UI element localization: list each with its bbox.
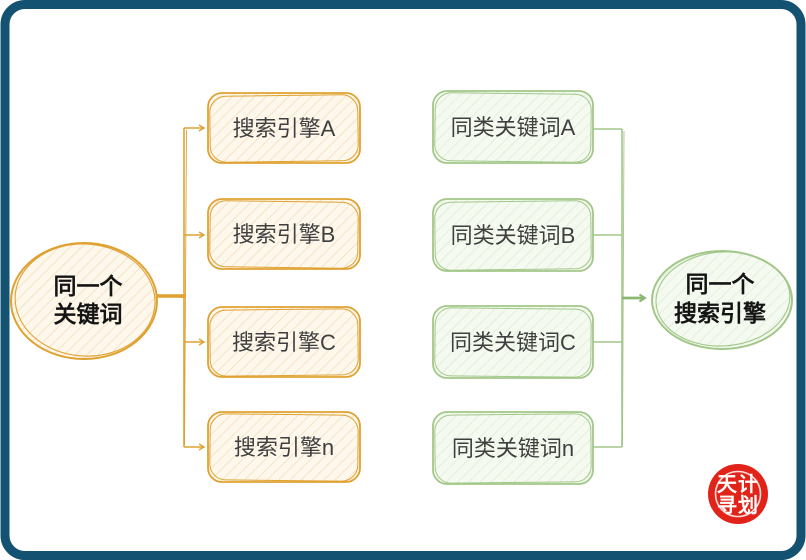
node-label-line2: 关键词 xyxy=(54,301,123,327)
connector-left-tree xyxy=(152,124,206,451)
node-ellipse-echo xyxy=(14,243,156,357)
node-search-engine-c: 搜索引擎C xyxy=(207,306,361,378)
node-box-echo xyxy=(434,307,592,378)
node-box xyxy=(207,411,361,483)
node-label: 搜索引擎n xyxy=(234,435,334,460)
connector-right-tree xyxy=(593,128,647,448)
node-box-echo xyxy=(434,92,592,163)
node-box-echo xyxy=(434,200,592,271)
node-box xyxy=(207,92,361,164)
connector-right-trunk-echo xyxy=(622,130,625,446)
node-label: 搜索引擎B xyxy=(233,222,336,247)
node-ellipse xyxy=(651,250,793,350)
node-box xyxy=(207,306,361,378)
node-box-echo xyxy=(209,200,359,269)
node-label: 同类关键词A xyxy=(451,115,576,140)
seal-ring xyxy=(714,470,762,518)
node-keyword-c: 同类关键词C xyxy=(432,305,594,379)
node-keyword-a: 同类关键词A xyxy=(432,90,594,164)
node-label-line2: 搜索引擎 xyxy=(674,300,766,326)
node-search-engine-n: 搜索引擎n xyxy=(207,411,361,483)
node-same-keyword: 同一个 关键词 xyxy=(10,242,158,360)
node-label: 同类关键词B xyxy=(451,223,576,248)
node-ellipse xyxy=(10,242,158,360)
connector-left-junction-echo xyxy=(152,293,185,299)
node-label-line1: 同一个 xyxy=(686,271,756,297)
seal-stamp: 天计 寻划 xyxy=(708,464,768,524)
node-box xyxy=(207,198,361,270)
node-label: 搜索引擎A xyxy=(233,116,336,141)
node-keyword-b: 同类关键词B xyxy=(432,198,594,272)
node-label: 搜索引擎C xyxy=(232,330,336,355)
node-box-echo xyxy=(434,413,592,484)
connector-left-trunk-echo xyxy=(184,129,187,446)
seal-text-top: 天计 xyxy=(717,473,759,496)
node-box xyxy=(432,90,594,164)
node-label: 同类关键词C xyxy=(450,330,576,355)
node-search-engine-b: 搜索引擎B xyxy=(207,198,361,270)
seal-text-bottom: 寻划 xyxy=(717,494,759,517)
node-box-echo xyxy=(209,308,359,377)
node-label-line1: 同一个 xyxy=(54,273,124,299)
node-box-echo xyxy=(209,94,359,163)
node-keyword-n: 同类关键词n xyxy=(432,411,594,485)
node-label: 同类关键词n xyxy=(452,436,574,461)
node-search-engine-a: 搜索引擎A xyxy=(207,92,361,164)
node-same-search-engine: 同一个 搜索引擎 xyxy=(651,250,793,350)
node-box-echo xyxy=(209,413,359,482)
seal-circle xyxy=(708,464,768,524)
node-box xyxy=(432,411,594,485)
node-ellipse-echo xyxy=(655,251,791,347)
